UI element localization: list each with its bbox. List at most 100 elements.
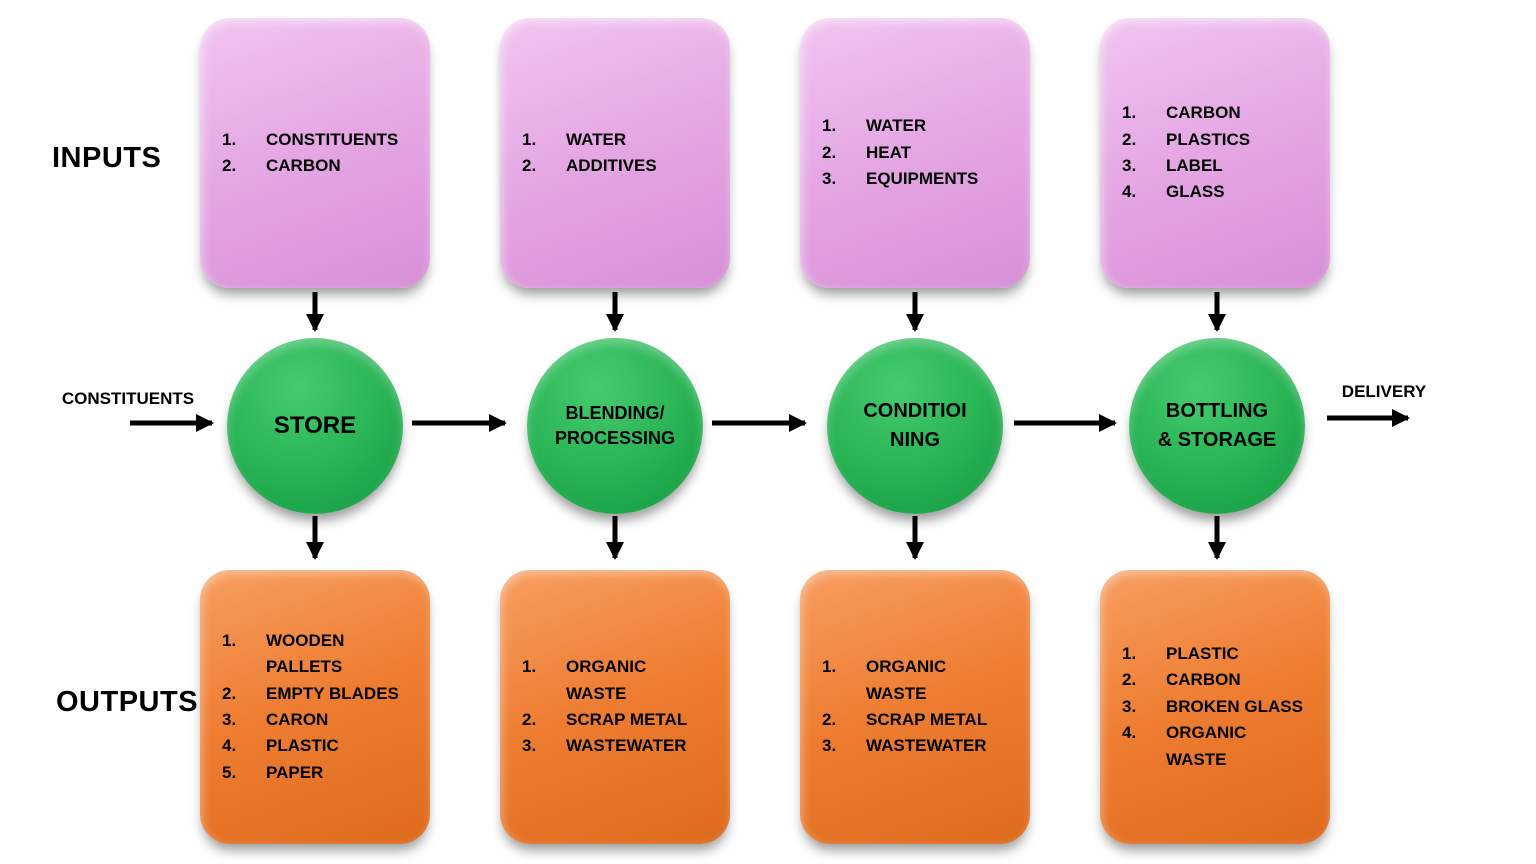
item-number: 4. — [1122, 723, 1137, 743]
item-number: 3. — [222, 710, 237, 729]
item-number: 3. — [822, 736, 837, 756]
item-text: ADDITIVES — [566, 156, 657, 175]
item-text: SCRAP METAL — [566, 710, 688, 729]
process-label-line: BOTTLING — [1165, 400, 1269, 422]
item-text: EMPTY BLADES — [266, 683, 399, 703]
process-circle-blending-processing: BLENDING/ PROCESSING — [527, 338, 703, 514]
output-box-conditioning: 1.ORGANIC WASTE 2. SCRAP METAL 3. WASTEWAT… — [800, 570, 1030, 844]
item-number: 1. — [522, 129, 537, 149]
list-item: 3. CARON — [222, 707, 418, 733]
item-text: BROKEN GLASS — [1166, 696, 1303, 716]
item-number: 1. — [822, 116, 837, 136]
process-label: STORE — [274, 412, 356, 440]
list-item: 1. CARBON — [1122, 100, 1318, 126]
item-number: 2. — [222, 156, 237, 175]
item-text: WOODEN PALLETS — [266, 630, 345, 677]
list-item: 1.PLASTIC — [1122, 641, 1318, 667]
item-text: CARON — [266, 710, 329, 729]
item-text: WASTEWATER — [866, 736, 987, 756]
list-item: 2.CARBON — [1122, 667, 1318, 693]
process-label-line: PROCESSING — [554, 428, 676, 448]
process-label-line: NING — [890, 429, 940, 451]
list-item: 2. ADDITIVES — [522, 153, 718, 179]
process-label-line: CONDITIOI — [863, 400, 967, 422]
input-box-bottling: 1. CARBON 2. PLASTICS 3. LABEL 4. GLASS — [1100, 18, 1330, 288]
process-label-line: BLENDING/ — [565, 402, 665, 423]
list-item: 3. EQUIPMENTS — [822, 166, 1018, 192]
item-number: 2. — [822, 710, 837, 729]
item-number: 2. — [1122, 670, 1137, 690]
item-number: 1. — [1122, 103, 1137, 123]
item-text: PAPER — [266, 762, 324, 782]
input-list: 1. CARBON 2. PLASTICS 3. LABEL 4. GLASS — [1122, 100, 1318, 205]
output-list: 1.WOODEN PALLETS 2.EMPTY BLADES 3.CARON … — [222, 628, 418, 786]
list-item: 2. PLASTICS — [1122, 127, 1318, 153]
item-number: 3. — [1122, 696, 1137, 716]
item-number: 2. — [222, 683, 237, 703]
item-number: 2. — [1122, 129, 1137, 149]
process-circle-store: STORE — [227, 338, 403, 514]
output-box-store: 1.WOODEN PALLETS 2.EMPTY BLADES 3.CARON … — [200, 570, 430, 844]
process-label: BOTTLING & STORAGE — [1158, 397, 1277, 455]
process-circle-conditioning: CONDITIOI NING — [827, 338, 1003, 514]
item-text: HEAT — [866, 142, 912, 162]
list-item: 2. SCRAP METAL — [822, 707, 1018, 733]
list-item: 1. CONSTITUENTS — [222, 127, 418, 153]
item-number: 3. — [822, 169, 837, 189]
list-item: 2.CARBON — [222, 153, 418, 179]
item-text: PLASTICS — [1166, 129, 1251, 149]
outputs-row-label: OUTPUTS — [56, 686, 199, 718]
item-number: 4. — [1122, 182, 1137, 202]
item-text: WATER — [866, 116, 927, 136]
process-label-line: & STORAGE — [1157, 429, 1277, 451]
list-item: 2. EMPTY BLADES — [222, 681, 418, 707]
delivery-label: DELIVERY — [1341, 382, 1427, 401]
item-text: GLASS — [1166, 182, 1225, 202]
list-item: 3. WASTEWATER — [522, 733, 718, 759]
constituents-feed-label: CONSTITUENTS — [61, 389, 195, 408]
list-item: 2. SCRAP METAL — [522, 707, 718, 733]
item-number: 1. — [222, 129, 237, 149]
output-box-bottling: 1.PLASTIC 2.CARBON 3. BROKEN GLASS 4.ORGA… — [1100, 570, 1330, 844]
output-list: 1. ORGANIC WASTE 2. SCRAP METAL 3. WASTEWAT… — [522, 654, 718, 759]
item-text: WASTEWATER — [566, 736, 687, 756]
output-list: 1.ORGANIC WASTE 2. SCRAP METAL 3. WASTEWAT… — [822, 654, 1018, 759]
item-number: 1. — [522, 657, 537, 677]
input-list: 1. CONSTITUENTS 2.CARBON — [222, 127, 418, 180]
item-text: ORGANIC WASTE — [866, 657, 947, 703]
input-list: 1. WATER 2. HEAT 3. EQUIPMENTS — [822, 113, 1018, 192]
inputs-row-label: INPUTS — [52, 142, 162, 174]
list-item: 4.ORGANIC WASTE — [1122, 720, 1318, 773]
list-item: 1.WATER — [522, 127, 718, 153]
item-text: CONSTITUENTS — [266, 129, 399, 149]
output-box-blending: 1. ORGANIC WASTE 2. SCRAP METAL 3. WASTEWAT… — [500, 570, 730, 844]
item-text: CARBON — [1166, 103, 1241, 123]
item-number: 2. — [822, 142, 837, 162]
item-number: 3. — [522, 736, 537, 756]
input-list: 1.WATER 2. ADDITIVES — [522, 127, 718, 180]
list-item: 5. PAPER — [222, 760, 418, 786]
list-item: 3. BROKEN GLASS — [1122, 694, 1318, 720]
item-text: ORGANIC WASTE — [566, 657, 647, 703]
item-text: PLASTIC — [1166, 644, 1239, 664]
input-box-blending: 1.WATER 2. ADDITIVES — [500, 18, 730, 288]
output-list: 1.PLASTIC 2.CARBON 3. BROKEN GLASS 4.ORGA… — [1122, 641, 1318, 773]
input-box-store: 1. CONSTITUENTS 2.CARBON — [200, 18, 430, 288]
item-text: EQUIPMENTS — [866, 169, 979, 189]
item-number: 3. — [1122, 156, 1137, 175]
list-item: 4. PLASTIC — [222, 733, 418, 759]
item-text: LABEL — [1166, 156, 1223, 175]
process-label-line: STORE — [273, 412, 357, 439]
item-number: 2. — [522, 710, 537, 729]
list-item: 1. ORGANIC WASTE — [522, 654, 718, 707]
list-item: 3. LABEL — [1122, 153, 1318, 179]
list-item: 1.ORGANIC WASTE — [822, 654, 1018, 707]
item-number: 2. — [522, 156, 537, 175]
item-text: SCRAP METAL — [866, 710, 988, 729]
item-number: 5. — [222, 762, 237, 782]
item-number: 4. — [222, 736, 237, 756]
process-label: BLENDING/ PROCESSING — [555, 401, 675, 451]
list-item: 2. HEAT — [822, 140, 1018, 166]
item-text: PLASTIC — [266, 736, 339, 756]
